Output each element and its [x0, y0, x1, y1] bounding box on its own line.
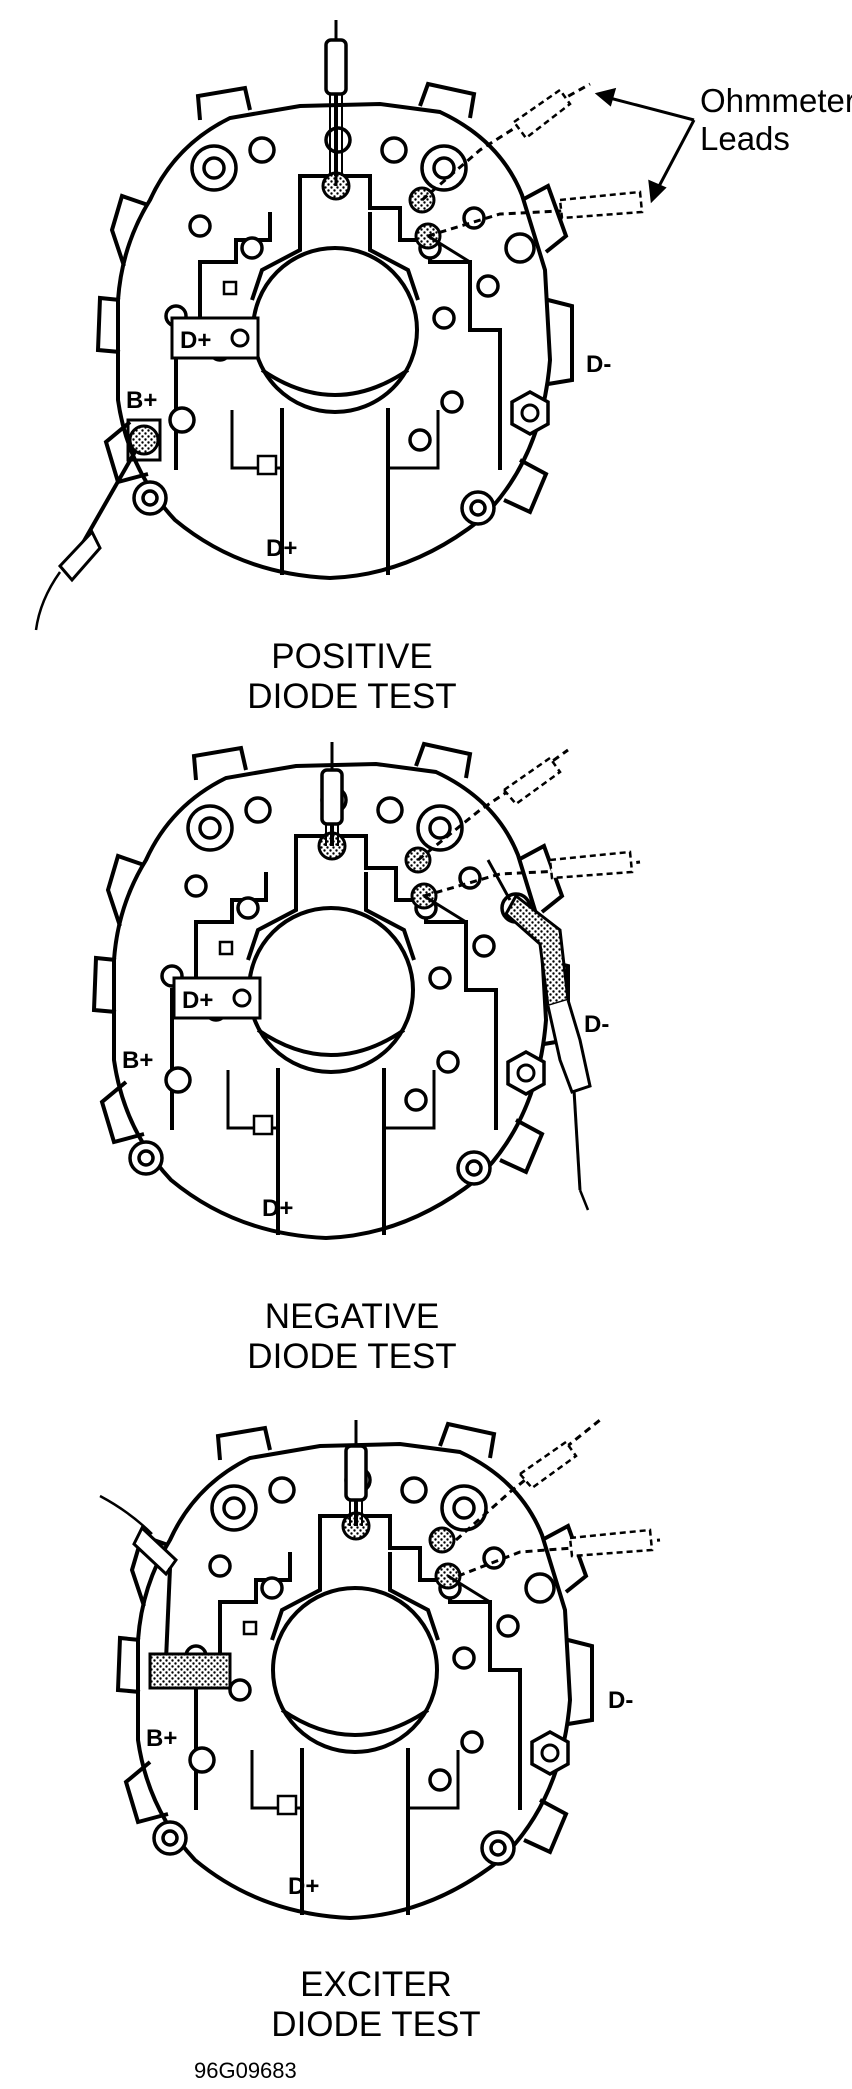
figure-reference: 96G09683	[194, 2058, 297, 2083]
dplus-label-1b: D+	[266, 535, 297, 562]
dminus-label-1: D-	[586, 351, 611, 378]
caption-exciter-line2: DIODE TEST	[271, 2005, 480, 2044]
ohmmeter-label-line1: Ohmmeter	[700, 82, 852, 119]
dplus-label-3: D+	[288, 1873, 319, 1900]
bplus-label-3: B+	[146, 1725, 177, 1752]
top-probe-3	[344, 1420, 368, 1526]
ohmmeter-arrows	[594, 87, 696, 204]
exciter-probe-3	[99, 1494, 232, 1690]
ohmmeter-lead-upper-1	[421, 82, 591, 202]
panel-positive: Ohmmeter Leads D+ D- B+ D+ POSITIVE DIOD…	[34, 20, 852, 716]
caption-negative-line2: DIODE TEST	[247, 1337, 456, 1376]
dplus-label-2a: D+	[182, 987, 213, 1014]
ohmmeter-lead-lower-3	[457, 1528, 661, 1578]
alligator-clip-2	[486, 859, 592, 1211]
caption-negative-line1: NEGATIVE	[265, 1297, 439, 1336]
ohmmeter-label-line2: Leads	[700, 120, 790, 157]
caption-exciter-line1: EXCITER	[300, 1965, 452, 2004]
caption-positive-line1: POSITIVE	[271, 637, 432, 676]
ohmmeter-lead-upper-3	[455, 1418, 601, 1542]
dminus-label-2: D-	[584, 1011, 609, 1038]
bplus-label-2: B+	[122, 1047, 153, 1074]
ohmmeter-lead-lower-2	[423, 850, 641, 898]
dplus-label-2b: D+	[262, 1195, 293, 1222]
panel-exciter: D- B+ D+ EXCITER DIODE TEST	[99, 1418, 661, 2044]
bplus-label-1: B+	[126, 387, 157, 414]
ohmmeter-lead-lower-1	[427, 190, 644, 238]
caption-positive-line2: DIODE TEST	[247, 677, 456, 716]
top-probe-2	[320, 742, 344, 846]
panel-negative: D+ D- B+ D+ NEGATIVE DIODE TEST	[92, 742, 641, 1376]
dplus-label-1a: D+	[180, 327, 211, 354]
dminus-label-3: D-	[608, 1687, 633, 1714]
bplus-probe-1	[34, 418, 162, 631]
ohmmeter-lead-upper-2	[417, 748, 569, 862]
top-probe-1	[324, 20, 348, 176]
